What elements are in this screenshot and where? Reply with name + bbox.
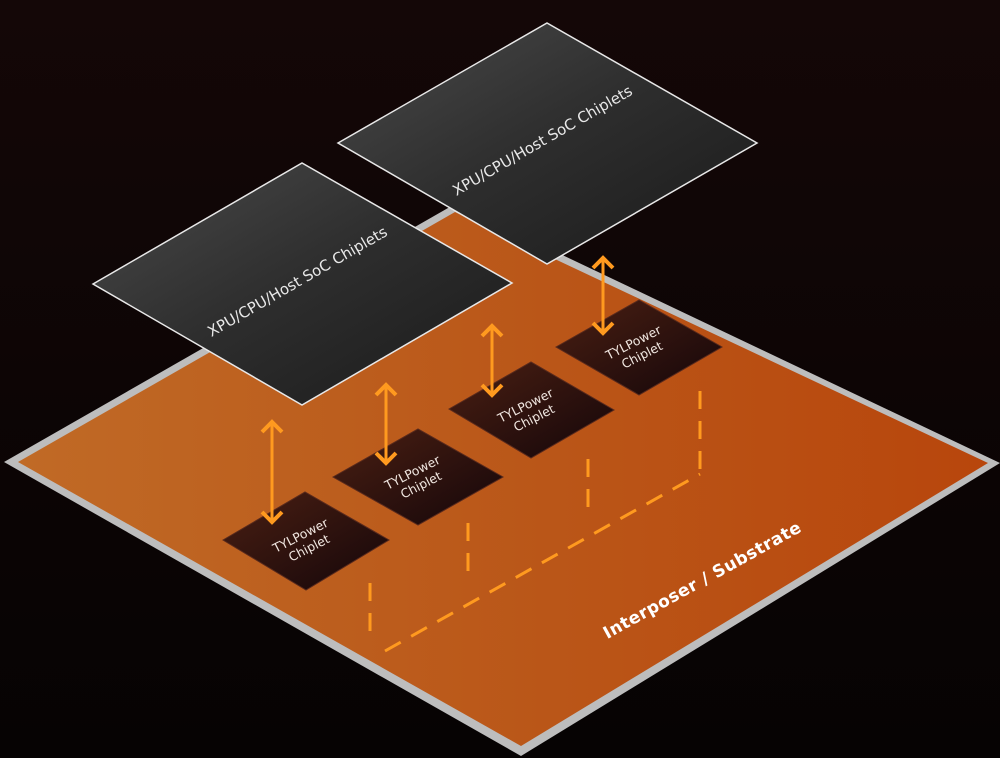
soc-chiplet-2: XPU/CPU/Host SoC Chiplets [336,22,759,265]
routing-dashes [368,391,702,653]
connector-arrows [260,255,615,525]
soc-chiplet-1: XPU/CPU/Host SoC Chiplets [91,162,514,406]
